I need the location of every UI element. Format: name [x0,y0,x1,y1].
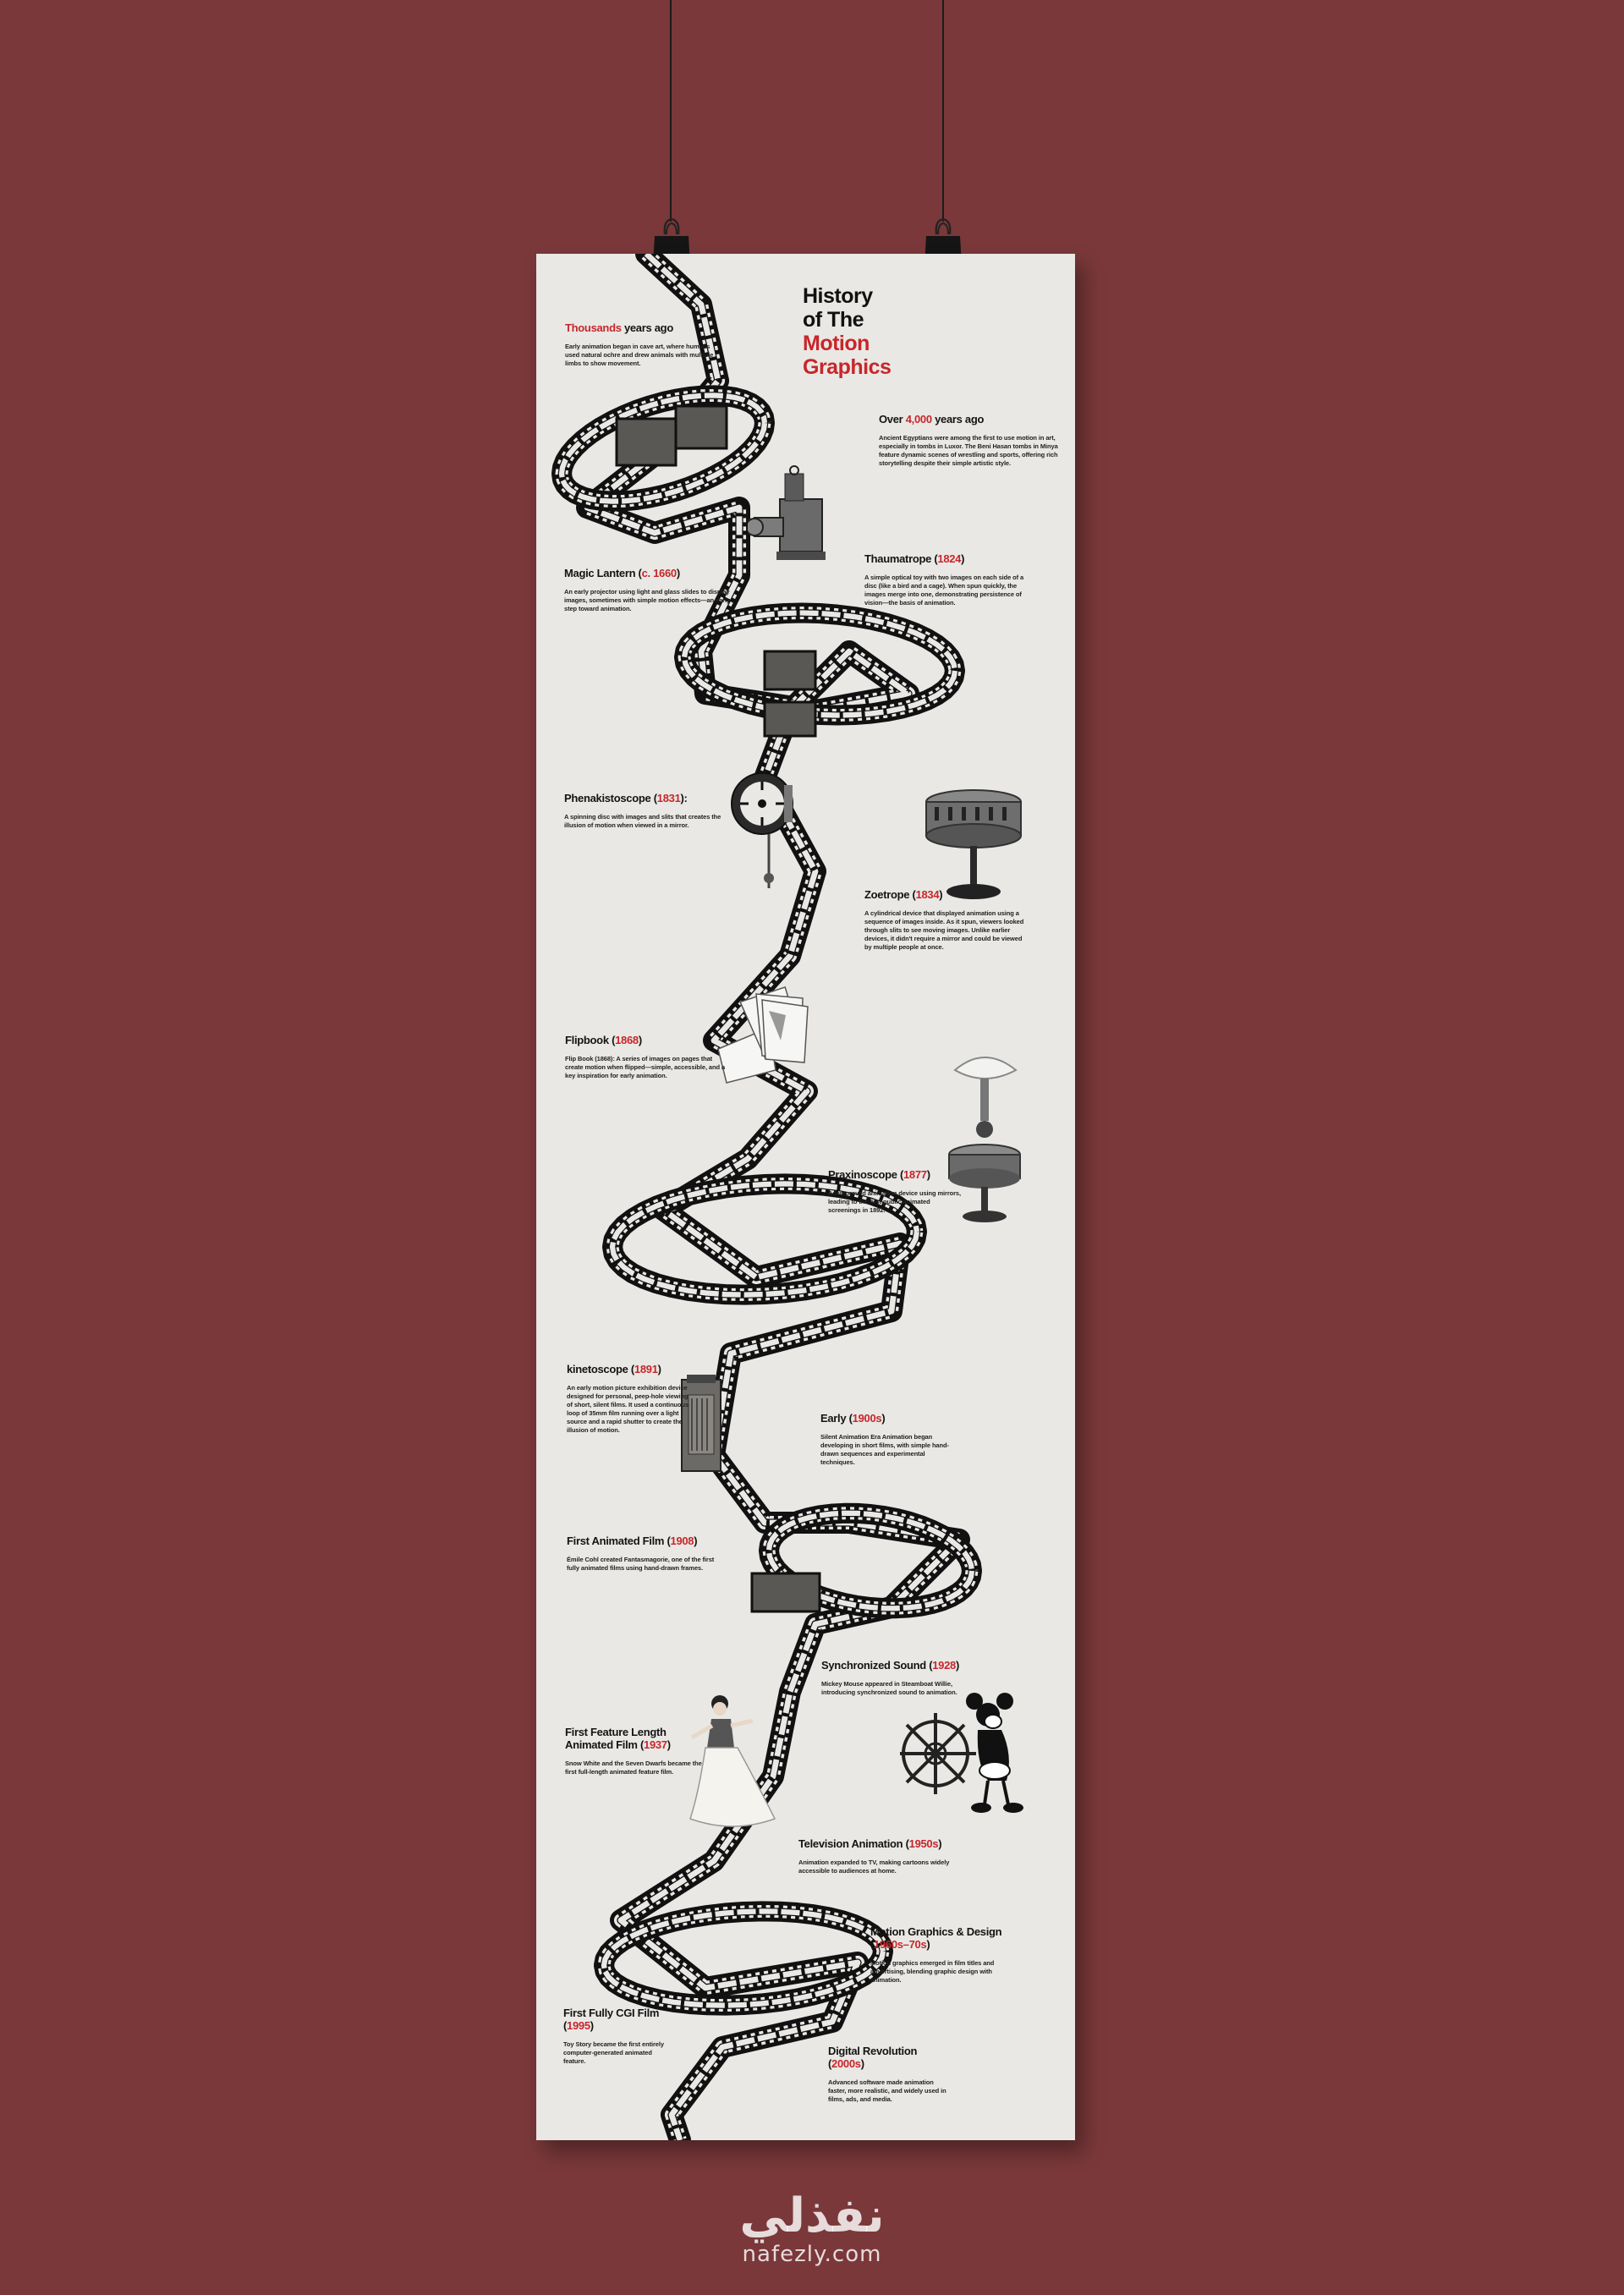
timeline-event: Flipbook (1868) Flip Book (1868): A seri… [565,1034,726,1080]
timeline-event: Over 4,000 years ago Ancient Egyptians w… [879,413,1061,468]
film-frames [681,610,958,718]
film-strip-illustration [551,254,982,2140]
event-heading: Magic Lantern (c. 1660) [564,567,680,579]
timeline-event: kinetoscope (1891) An early motion pictu… [567,1363,689,1435]
title-line-2: of The [803,308,864,332]
praxinoscope-illustration [948,1057,1021,1222]
timeline-event: Praxinoscope (1877) An improved animatio… [828,1168,963,1215]
event-description: Silent Animation Era Animation began dev… [820,1433,949,1466]
timeline-event: First Fully CGI Film (1995) Toy Story be… [563,2007,673,2066]
event-heading: Phenakistoscope (1831): [564,792,688,804]
zoetrope-illustration [925,789,1022,899]
event-heading: First Animated Film (1908) [567,1535,698,1547]
hanging-wire-right [942,0,944,222]
hanging-wire-left [670,0,672,222]
event-description: An early projector using light and glass… [564,588,731,612]
logo-arabic: نفذلي [739,2188,885,2243]
timeline-event: Magic Lantern (c. 1660) An early project… [564,567,733,613]
timeline-event: First Animated Film (1908) Émile Cohl cr… [567,1535,715,1573]
timeline-event: Television Animation (1950s) Animation e… [798,1837,968,1875]
event-heading: Digital Revolution (2000s) [828,2045,918,2070]
event-description: Motion graphics emerged in film titles a… [870,1959,995,1984]
nafezly-logo: نفذلي nafezly.com [719,2188,905,2268]
event-description: Ancient Egyptians were among the first t… [879,434,1058,467]
event-heading: Flipbook (1868) [565,1034,642,1046]
timeline-event: Digital Revolution (2000s) Advanced soft… [828,2045,946,2104]
film-photo-frame [750,1572,821,1613]
film-frames [601,1908,886,2008]
event-description: Advanced software made animation faster,… [828,2078,946,2103]
logo-url: nafezly.com [742,2242,882,2267]
event-description: A simple optical toy with two images on … [864,574,1024,607]
film-photo-frame [763,650,817,691]
timeline-event: Thousands years ago Early animation bega… [565,321,721,368]
event-heading: First Fully CGI Film (1995) [563,2007,660,2032]
event-heading: Early (1900s) [820,1412,886,1425]
timeline-event: Motion Graphics & Design (1960s–70s) Mot… [870,1925,1010,1985]
timeline-event: Phenakistoscope (1831): A spinning disc … [564,792,729,830]
timeline-event: Synchronized Sound (1928) Mickey Mouse a… [821,1659,974,1697]
timeline-event: Thaumatrope (1824) A simple optical toy … [864,552,1034,607]
event-description: Toy Story became the first entirely comp… [563,2040,664,2065]
timeline-event: First Feature Length Animated Film (1937… [565,1726,709,1776]
title-line-3: Motion [803,332,870,355]
event-description: Snow White and the Seven Dwarfs became t… [565,1760,702,1776]
film-photo-frame [763,700,817,738]
event-heading: kinetoscope (1891) [567,1363,661,1375]
mickey-steering-wheel-illustration [900,1693,1023,1813]
event-description: Mickey Mouse appeared in Steamboat Willi… [821,1680,957,1696]
event-heading: Synchronized Sound (1928) [821,1659,959,1672]
film-frames [558,393,768,504]
title-line-4: Graphics [803,355,892,379]
film-photo-frame [674,404,728,450]
timeline-event: Zoetrope (1834) A cylindrical device tha… [864,888,1029,952]
event-description: Émile Cohl created Fantasmagorie, one of… [567,1556,715,1572]
event-description: An early motion picture exhibition devic… [567,1384,689,1434]
event-heading: Zoetrope (1834) [864,888,943,901]
timeline-event: Early (1900s) Silent Animation Era Anima… [820,1412,956,1467]
magic-lantern-illustration [748,465,826,560]
event-heading: Motion Graphics & Design (1960s–70s) [870,1925,1002,1951]
event-description: Early animation began in cave art, where… [565,343,714,367]
event-heading: Thaumatrope (1824) [864,552,965,565]
event-description: An improved animation device using mirro… [828,1189,961,1214]
snow-white-illustration [689,1695,776,1827]
kinetoscope-illustration [681,1375,721,1472]
film-frames [609,1181,920,1298]
event-description: Flip Book (1868): A series of images on … [565,1055,726,1079]
event-heading: Television Animation (1950s) [798,1837,942,1850]
event-heading: Over 4,000 years ago [879,413,985,426]
flipbook-illustration [717,986,809,1084]
event-heading: First Feature Length Animated Film (1937… [565,1726,671,1751]
event-description: Animation expanded to TV, making cartoon… [798,1859,950,1875]
film-photo-frame [615,417,678,467]
event-heading: Praxinoscope (1877) [828,1168,930,1181]
phenakistoscope-illustration [731,772,793,888]
title-line-1: History [803,284,873,308]
poster-title: History of The Motion Graphics [803,284,892,379]
event-description: A spinning disc with images and slits th… [564,813,721,829]
event-heading: Thousands years ago [565,321,673,334]
event-description: A cylindrical device that displayed anim… [864,909,1024,951]
timeline-poster: History of The Motion Graphics Thousands… [536,254,1075,2140]
film-frames [765,1510,975,1611]
